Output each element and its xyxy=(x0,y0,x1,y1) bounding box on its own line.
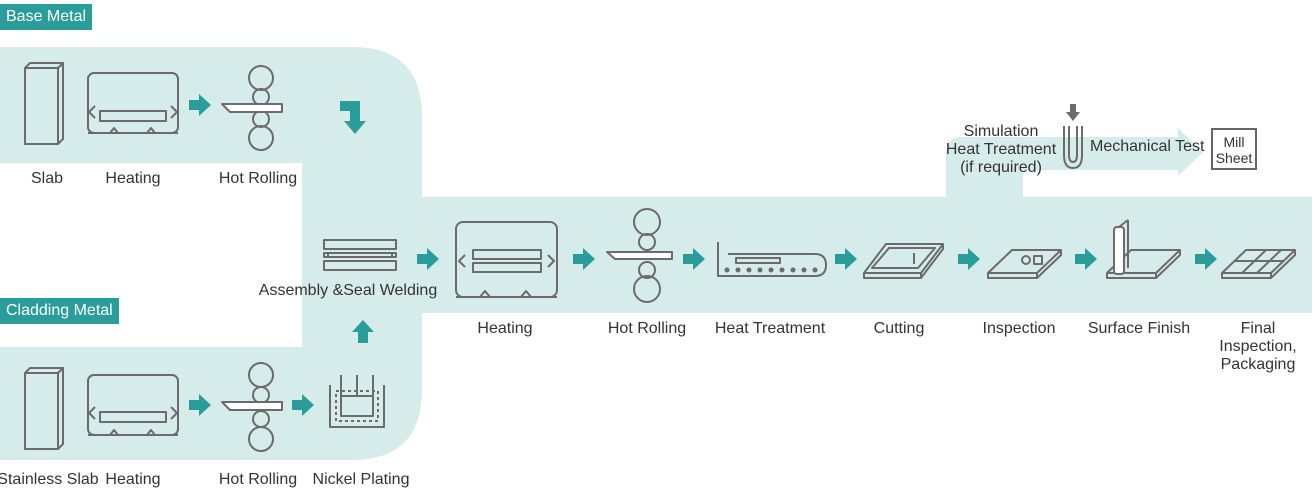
step-label-mechanical-test: Mechanical Test xyxy=(1090,138,1205,155)
step-label-heating: Heating xyxy=(477,320,533,337)
cutting-icon xyxy=(863,243,944,279)
surface-finish-icon xyxy=(1106,219,1181,279)
step-label-surface-finish: Surface Finish xyxy=(1087,320,1191,337)
arrow-right-icon xyxy=(189,394,211,416)
hot-rolling-icon xyxy=(221,362,283,452)
arrow-right-icon xyxy=(1195,248,1217,270)
mill-sheet-box: Mill Sheet xyxy=(1211,128,1257,170)
step-label-final-inspection: Final Inspection, Packaging xyxy=(1219,320,1297,373)
arrow-turn-down-icon xyxy=(340,101,366,134)
step-label-assembly: Assembly &Seal Welding xyxy=(258,282,438,299)
down-arrow-icon xyxy=(1066,104,1080,121)
heating-furnace-icon xyxy=(455,221,558,298)
heating-furnace-icon xyxy=(87,72,179,134)
heat-treatment-icon xyxy=(717,242,827,277)
packaging-icon xyxy=(1221,249,1296,279)
nickel-plating-icon xyxy=(329,375,385,428)
inspection-icon xyxy=(987,249,1062,279)
arrow-right-icon xyxy=(958,248,980,270)
hot-rolling-icon xyxy=(606,208,673,303)
hot-rolling-icon xyxy=(221,65,283,151)
step-label-clad-hot-rolling: Hot Rolling xyxy=(218,471,298,488)
step-label-nickel-plating: Nickel Plating xyxy=(312,471,410,488)
cladding-metal-tag: Cladding Metal xyxy=(0,298,119,324)
arrow-right-icon xyxy=(1075,248,1097,270)
test-tube-icon xyxy=(1063,126,1083,169)
step-label-cutting: Cutting xyxy=(873,320,925,337)
step-label-base-hot-rolling: Hot Rolling xyxy=(218,170,298,187)
heating-furnace-icon xyxy=(87,374,179,436)
assembly-welding-icon xyxy=(323,239,397,271)
arrow-right-icon xyxy=(683,248,705,270)
arrow-right-icon xyxy=(835,248,857,270)
arrow-right-icon xyxy=(189,94,211,116)
stainless-slab-icon xyxy=(24,367,64,450)
step-label-inspection: Inspection xyxy=(982,320,1056,337)
step-label-clad-heating: Heating xyxy=(105,471,161,488)
arrow-right-icon xyxy=(292,394,314,416)
step-label-hot-rolling: Hot Rolling xyxy=(607,320,687,337)
arrow-right-icon xyxy=(573,248,595,270)
step-label-slab: Slab xyxy=(30,170,64,187)
base-metal-tag: Base Metal xyxy=(0,4,93,30)
step-label-stainless-slab: Stainless Slab xyxy=(0,471,99,488)
step-label-base-heating: Heating xyxy=(105,170,161,187)
arrow-up-icon xyxy=(352,320,374,343)
slab-icon xyxy=(24,62,64,145)
step-label-simulation: Simulation Heat Treatment (if required) xyxy=(945,123,1057,176)
step-label-heat-treatment: Heat Treatment xyxy=(714,320,826,337)
arrow-right-icon xyxy=(417,248,439,270)
